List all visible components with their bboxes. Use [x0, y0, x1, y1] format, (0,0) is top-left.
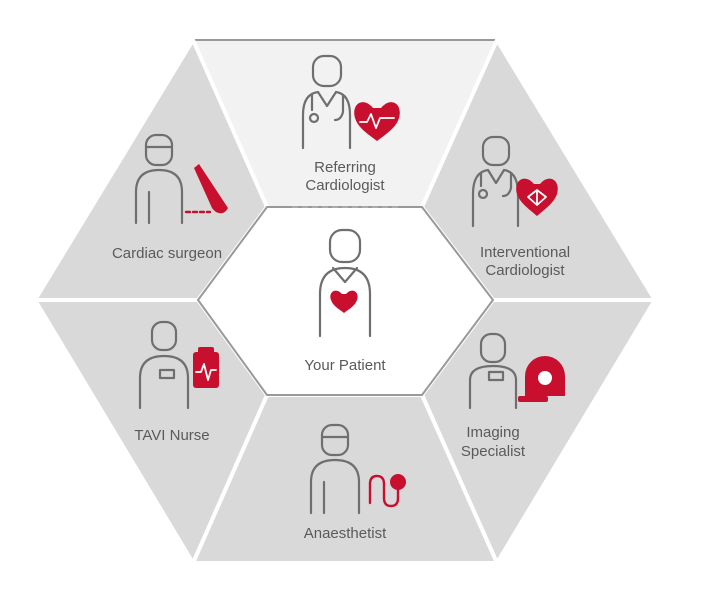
interventional-label-line1: Interventional: [480, 244, 570, 261]
surgeon-label: Cardiac surgeon: [112, 245, 222, 262]
surgeon-icon: [134, 133, 184, 225]
heart-icon: [330, 290, 358, 313]
technician-icon: [468, 332, 518, 410]
scalpel-icon: [184, 164, 228, 214]
imaging-label-line1: Imaging: [466, 424, 519, 441]
heart-valve-icon: [516, 178, 558, 216]
nurse-icon: [138, 320, 190, 410]
patient-icon: [318, 228, 372, 338]
interventional-label-line2: Cardiologist: [485, 262, 565, 279]
referring-label-line2: Cardiologist: [305, 177, 385, 194]
referring-label-line1: Referring: [314, 159, 376, 176]
nurse-label: TAVI Nurse: [134, 427, 209, 444]
clipboard-icon: [193, 347, 219, 388]
imaging-label-line2: Specialist: [461, 443, 526, 460]
anaesthetist-label: Anaesthetist: [304, 525, 387, 542]
doctor-icon: [301, 54, 352, 150]
anaesthetist-icon: [309, 423, 361, 515]
heart-icon: [354, 102, 400, 141]
mri-scanner-icon: [518, 356, 565, 402]
anaesthesia-mask-icon: [368, 474, 406, 508]
doctor-icon: [471, 135, 520, 228]
patient-label: Your Patient: [304, 357, 386, 374]
